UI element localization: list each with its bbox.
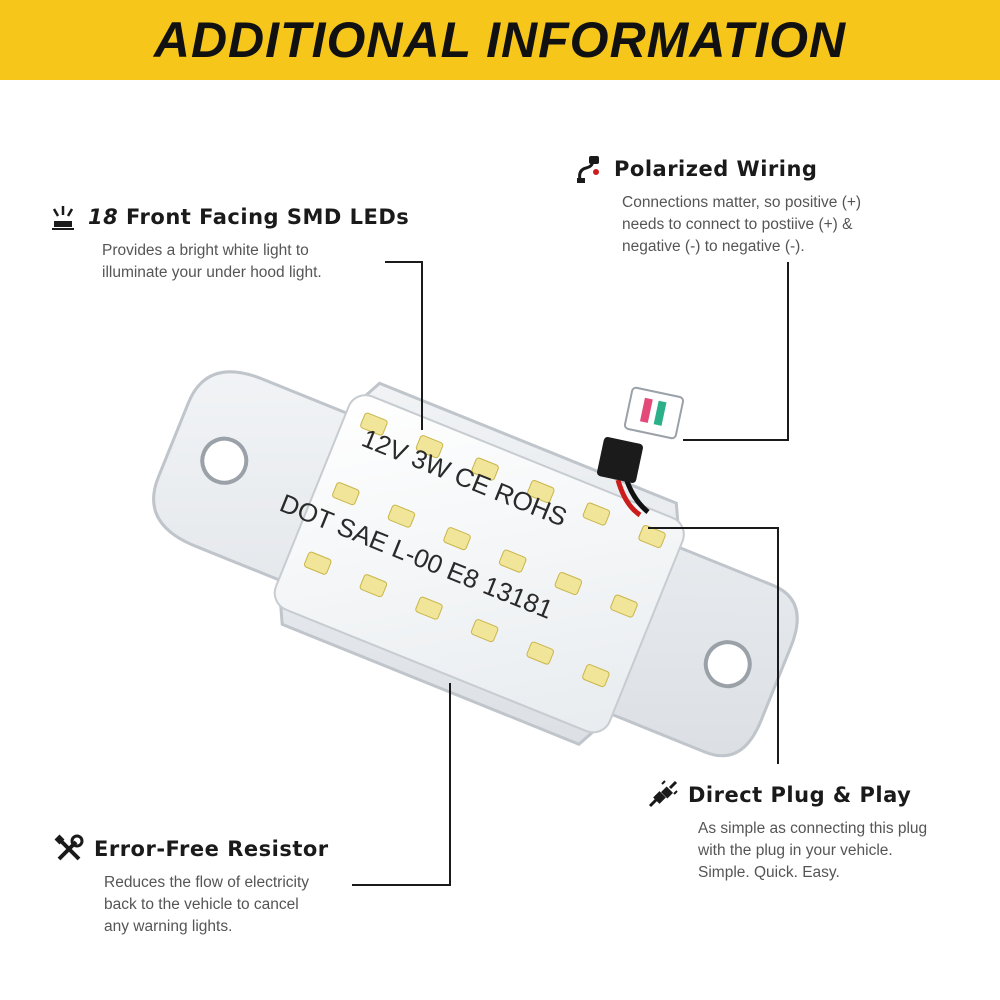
feature-plug-title: Direct Plug & Play bbox=[688, 783, 912, 807]
led-chip bbox=[498, 549, 527, 573]
feature-leds: 18 Front Facing SMD LEDs Provides a brig… bbox=[48, 202, 409, 284]
led-housing bbox=[152, 370, 799, 758]
bulb-socket bbox=[623, 386, 685, 440]
led-chip bbox=[582, 664, 610, 688]
feature-resistor: Error-Free Resistor Reduces the flow of … bbox=[54, 834, 329, 938]
led-chip bbox=[443, 527, 471, 551]
led-chip bbox=[387, 504, 416, 528]
led-chip bbox=[304, 551, 332, 575]
led-chip bbox=[610, 594, 638, 618]
callout-line-leds bbox=[385, 261, 423, 430]
header-banner: ADDITIONAL INFORMATION bbox=[0, 0, 1000, 80]
feature-resistor-title: Error-Free Resistor bbox=[94, 837, 329, 861]
red-wire bbox=[615, 479, 642, 518]
led-chip bbox=[470, 619, 499, 643]
callout-line-wiring bbox=[683, 262, 789, 441]
led-chip bbox=[471, 457, 499, 481]
led-chip bbox=[554, 572, 583, 596]
light-icon bbox=[52, 206, 74, 230]
led-chip bbox=[415, 435, 444, 459]
mounting-hole-right bbox=[703, 640, 752, 689]
wire-connector bbox=[597, 437, 643, 483]
plug-connector-icon bbox=[648, 780, 678, 808]
led-chip bbox=[527, 480, 555, 504]
led-chip bbox=[415, 596, 443, 620]
led-chip bbox=[582, 502, 611, 526]
plug-wire-icon bbox=[577, 156, 599, 183]
led-chip bbox=[526, 641, 554, 665]
mounting-hole-left bbox=[200, 436, 249, 485]
led-chip bbox=[638, 524, 666, 548]
led-array bbox=[304, 412, 666, 688]
feature-wiring-title: Polarized Wiring bbox=[614, 157, 818, 181]
tools-icon bbox=[54, 834, 84, 861]
feature-leds-title: 18 Front Facing SMD LEDs bbox=[88, 205, 410, 229]
feature-wiring: Polarized Wiring Connections matter, so … bbox=[574, 154, 861, 258]
feature-leds-desc: Provides a bright white light to illumin… bbox=[102, 242, 322, 281]
callout-line-plug bbox=[648, 527, 779, 764]
led-chip bbox=[359, 574, 388, 598]
led-chip bbox=[332, 482, 360, 506]
led-lens bbox=[273, 394, 685, 734]
feature-plug: Direct Plug & Play As simple as connecti… bbox=[648, 780, 927, 884]
feature-wiring-desc: Connections matter, so positive (+) need… bbox=[622, 194, 862, 255]
feature-resistor-desc: Reduces the flow of electricity back to … bbox=[104, 874, 310, 935]
callout-line-resistor bbox=[352, 683, 451, 886]
page-title: ADDITIONAL INFORMATION bbox=[153, 12, 847, 68]
led-chip bbox=[360, 412, 388, 436]
led-count: 18 bbox=[88, 205, 119, 229]
feature-plug-desc: As simple as connecting this plug with t… bbox=[698, 820, 928, 881]
